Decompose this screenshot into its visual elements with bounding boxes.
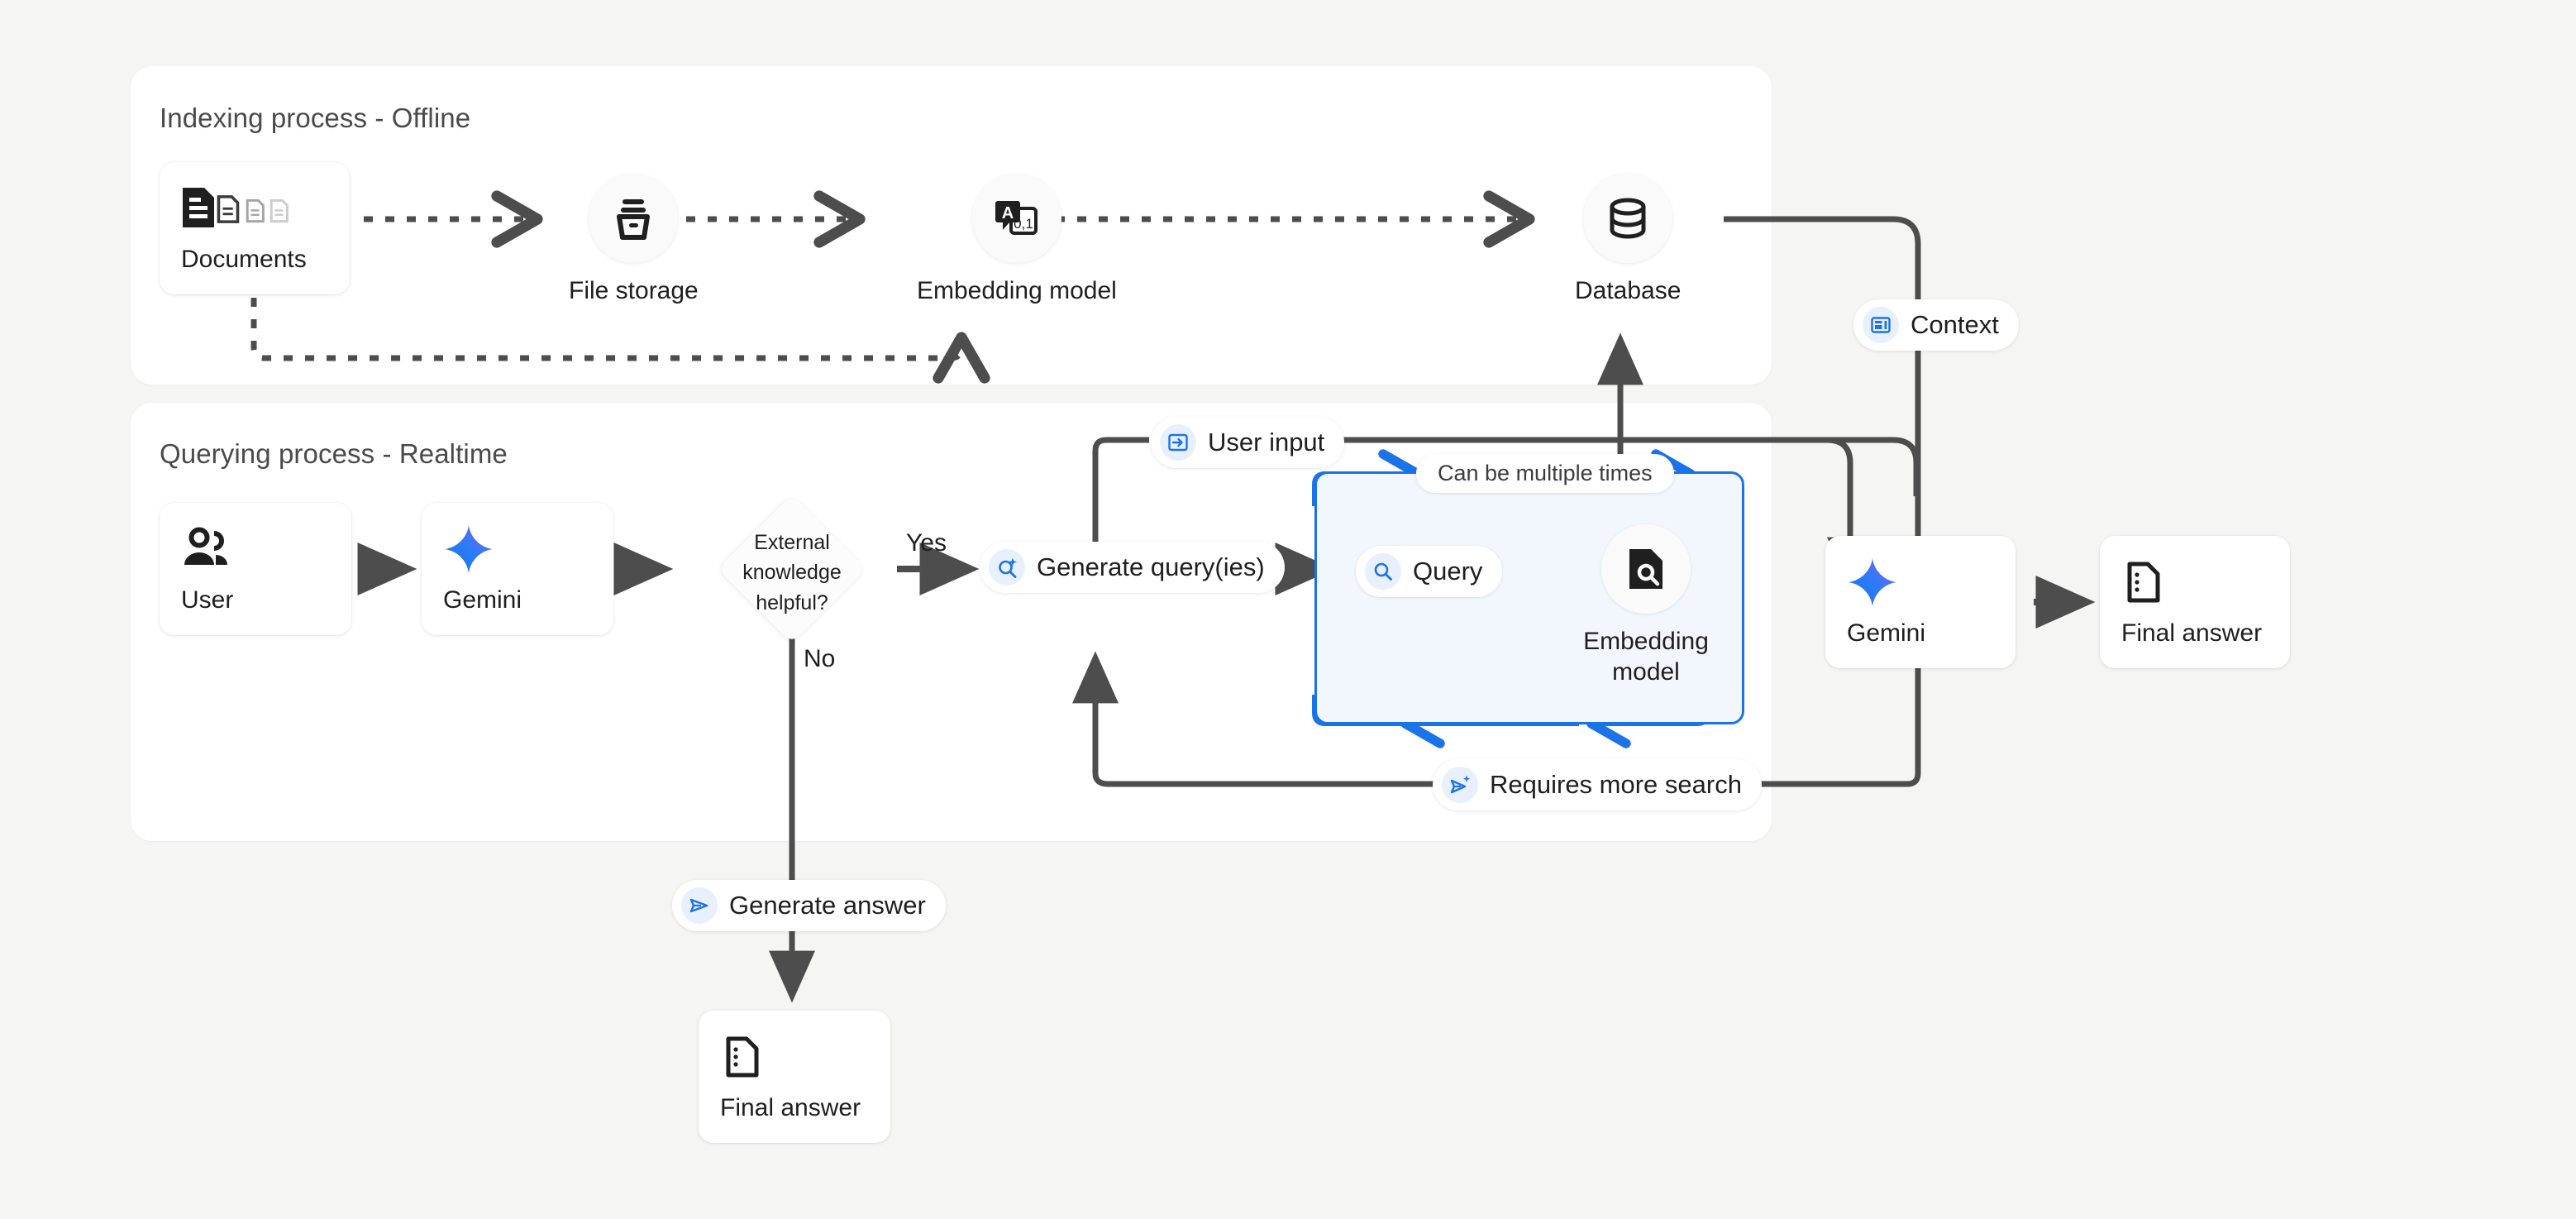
article-icon xyxy=(1863,307,1899,343)
generate-queries-chip[interactable]: Generate query(ies) xyxy=(980,542,1285,593)
indexing-panel-title: Indexing process - Offline xyxy=(160,103,471,133)
requires-more-search-chip[interactable]: Requires more search xyxy=(1433,759,1762,810)
edge-label-yes: Yes xyxy=(906,529,947,557)
svg-text:A: A xyxy=(1002,204,1014,222)
edge-label-no: No xyxy=(804,645,836,672)
database-label: Database xyxy=(1575,277,1682,304)
user-label: User xyxy=(181,586,234,614)
context-chip[interactable]: Context xyxy=(1853,299,2019,351)
generate-answer-chip[interactable]: Generate answer xyxy=(672,880,946,931)
context-label: Context xyxy=(1911,310,1999,339)
documents-label: Documents xyxy=(181,246,307,273)
gemini-left-label: Gemini xyxy=(443,586,522,614)
gemini-card-left[interactable]: Gemini xyxy=(422,503,613,635)
gemini-right-label: Gemini xyxy=(1847,619,1926,647)
final-answer-bottom-label: Final answer xyxy=(720,1094,861,1121)
final-answer-card-right[interactable]: Final answer xyxy=(2100,536,2290,668)
final-answer-card-bottom[interactable]: Final answer xyxy=(699,1011,890,1143)
database-node[interactable]: Database xyxy=(1575,174,1681,307)
user-card[interactable]: User xyxy=(160,503,351,635)
documents-card[interactable]: Documents xyxy=(160,162,350,294)
query-label: Query xyxy=(1413,557,1483,586)
gemini-sparkle-icon xyxy=(443,523,494,575)
translate-embedding-icon: 0,1 A xyxy=(971,174,1061,263)
final-answer-right-label: Final answer xyxy=(2121,619,2263,647)
can-be-multiple-times-note: Can be multiple times xyxy=(1416,454,1674,493)
decision-label: External knowledge helpful? xyxy=(742,531,842,614)
send-sparkle-icon xyxy=(1442,767,1478,803)
input-arrow-icon xyxy=(1160,424,1196,461)
generate-answer-label: Generate answer xyxy=(729,891,926,920)
decision-diamond[interactable]: External knowledge helpful? xyxy=(717,494,867,644)
embedding-model-loop-label: Embedding model xyxy=(1583,628,1709,686)
database-icon xyxy=(1583,174,1673,263)
embedding-model-loop-node[interactable]: Embedding model xyxy=(1576,524,1716,687)
multiple-times-label: Can be multiple times xyxy=(1438,461,1653,485)
requires-more-search-label: Requires more search xyxy=(1490,770,1742,799)
embedding-model-node[interactable]: 0,1 A Embedding model xyxy=(917,174,1117,307)
user-group-icon xyxy=(181,523,232,575)
documents-icon xyxy=(181,183,305,234)
search-icon xyxy=(1365,553,1401,590)
user-input-chip[interactable]: User input xyxy=(1151,417,1345,468)
answer-document-icon xyxy=(720,1031,766,1083)
send-icon xyxy=(681,887,718,924)
file-storage-icon xyxy=(589,174,679,263)
file-storage-label: File storage xyxy=(569,277,699,304)
document-search-icon xyxy=(1601,524,1691,614)
answer-document-icon xyxy=(2121,557,2168,608)
querying-panel-title: Querying process - Realtime xyxy=(160,438,508,469)
user-input-label: User input xyxy=(1208,428,1325,457)
query-chip[interactable]: Query xyxy=(1356,546,1503,597)
generate-queries-label: Generate query(ies) xyxy=(1037,552,1265,581)
gemini-card-right[interactable]: Gemini xyxy=(1825,536,2015,668)
file-storage-node[interactable]: File storage xyxy=(569,174,699,307)
embedding-model-label: Embedding model xyxy=(917,277,1117,304)
gemini-sparkle-icon xyxy=(1847,557,1898,608)
search-sparkle-icon xyxy=(989,549,1025,586)
